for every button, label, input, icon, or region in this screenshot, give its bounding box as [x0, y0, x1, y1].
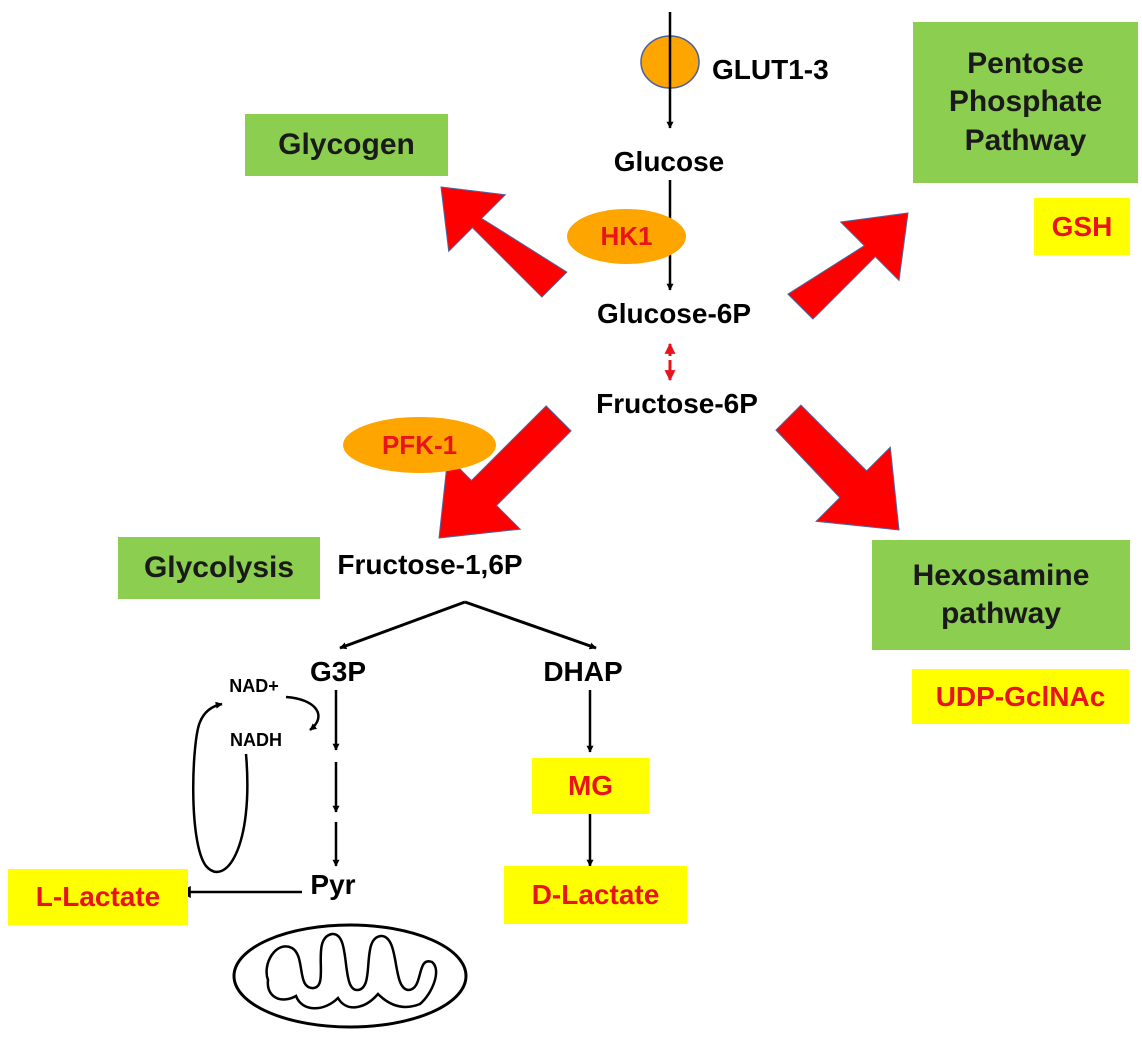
gsh-label: GSH	[1051, 210, 1113, 242]
glycogen-label: Glycogen	[278, 127, 415, 161]
flux-arrow-glycogen	[440, 186, 568, 298]
flux-arrow-hexosamine	[775, 404, 900, 531]
fructose-16p-label: Fructose-1,6P	[337, 549, 523, 580]
d-lactate-box: D-Lactate	[504, 866, 687, 924]
l-lactate-box: L-Lactate	[8, 869, 188, 925]
hk1-label: HK1	[600, 221, 653, 251]
hexosamine-line-2: pathway	[940, 597, 1062, 630]
nad-plus-label: NAD+	[229, 676, 279, 696]
l-lactate-label: L-Lactate	[35, 881, 161, 912]
gsh-box: GSH	[1034, 198, 1130, 255]
glycogen-box: Glycogen	[245, 114, 448, 176]
flux-arrow-pentose	[787, 212, 909, 320]
split-to-dhap-arrow	[464, 600, 597, 650]
udp-gclnac-box: UDP-GclNAc	[912, 669, 1129, 724]
udp-gclnac-label: UDP-GclNAc	[935, 680, 1106, 712]
mg-box: MG	[532, 758, 649, 814]
d-lactate-label: D-Lactate	[531, 879, 660, 910]
glucose-label: Glucose	[613, 146, 725, 177]
fructose-6p-label: Fructose-6P	[596, 388, 758, 419]
flux-arrow-glycolysis	[438, 405, 572, 539]
dhap-label: DHAP	[543, 656, 623, 687]
glucose-6p-label: Glucose-6P	[596, 298, 752, 329]
split-to-g3p-arrow	[339, 600, 466, 650]
hk1-enzyme: HK1	[567, 209, 686, 264]
nad-reduction-arrow	[285, 695, 320, 731]
nadh-regeneration-loop	[191, 701, 249, 873]
pentose-phosphate-box: Pentose Phosphate Pathway	[913, 22, 1138, 183]
pfk1-label: PFK-1	[381, 429, 458, 460]
hexosamine-line-1: Hexosamine	[912, 558, 1090, 592]
pentose-line-2: Phosphate	[948, 85, 1103, 119]
mg-label: MG	[567, 770, 614, 801]
glycolysis-box: Glycolysis	[118, 537, 320, 599]
pentose-line-3: Pathway	[964, 123, 1087, 157]
pfk1-enzyme: PFK-1	[343, 417, 496, 473]
pentose-line-1: Pentose	[967, 46, 1084, 80]
g3p-label: G3P	[309, 656, 367, 687]
hexosamine-box: Hexosamine pathway	[872, 540, 1130, 650]
glycolysis-label: Glycolysis	[143, 550, 295, 584]
glut-label: GLUT1-3	[712, 54, 829, 85]
nadh-label: NADH	[230, 730, 282, 750]
glut-transporter	[640, 12, 700, 129]
pyr-label: Pyr	[310, 869, 356, 900]
mitochondrion-icon	[232, 923, 468, 1029]
